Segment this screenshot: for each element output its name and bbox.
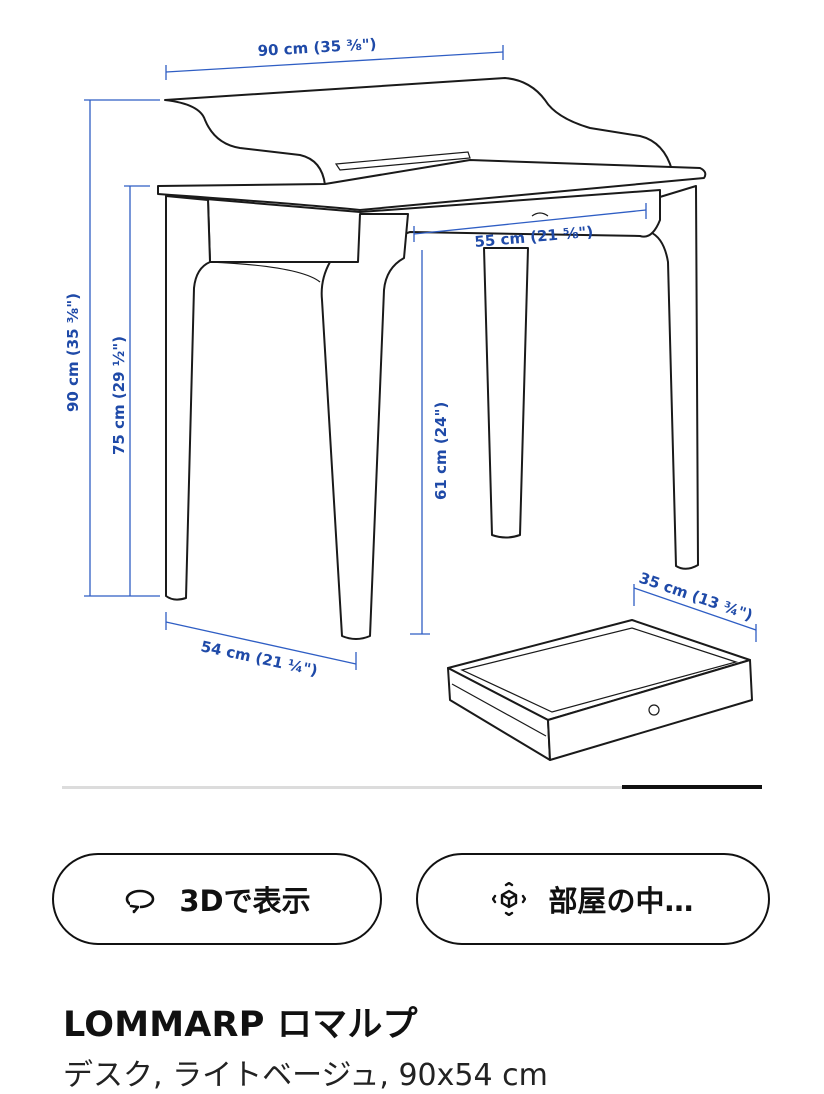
ar-cube-icon — [492, 882, 527, 916]
dim-width-label: 90 cm (35 ⅜") — [257, 35, 377, 60]
view-3d-label: 3Dで表示 — [179, 884, 311, 918]
drawer-illustration — [447, 619, 753, 761]
view-3d-button[interactable]: 3Dで表示 — [52, 853, 382, 945]
dimension-diagram: 90 cm (35 ⅜") 90 cm (35 ⅜") 75 cm (29 ½"… — [64, 35, 757, 761]
rotate-3d-icon — [123, 882, 157, 916]
dim-depth-label: 54 cm (21 ¼") — [199, 637, 319, 679]
carousel-progress-fill — [622, 785, 762, 789]
product-description: デスク, ライトベージュ, 90x54 cm — [63, 1058, 548, 1093]
view-in-room-button[interactable]: 部屋の中… — [416, 853, 770, 945]
dim-drawer-label: 35 cm (13 ¾") — [637, 569, 755, 625]
dim-leg-height-label: 61 cm (24") — [432, 402, 450, 500]
dim-total-height-label: 90 cm (35 ⅜") — [64, 293, 82, 412]
carousel-progress-track — [62, 785, 762, 789]
view-in-room-label: 部屋の中… — [548, 884, 694, 918]
desk-illustration — [157, 77, 707, 640]
product-name[interactable]: LOMMARP ロマルプ — [63, 1005, 418, 1045]
dim-table-height-label: 75 cm (29 ½") — [110, 336, 128, 455]
